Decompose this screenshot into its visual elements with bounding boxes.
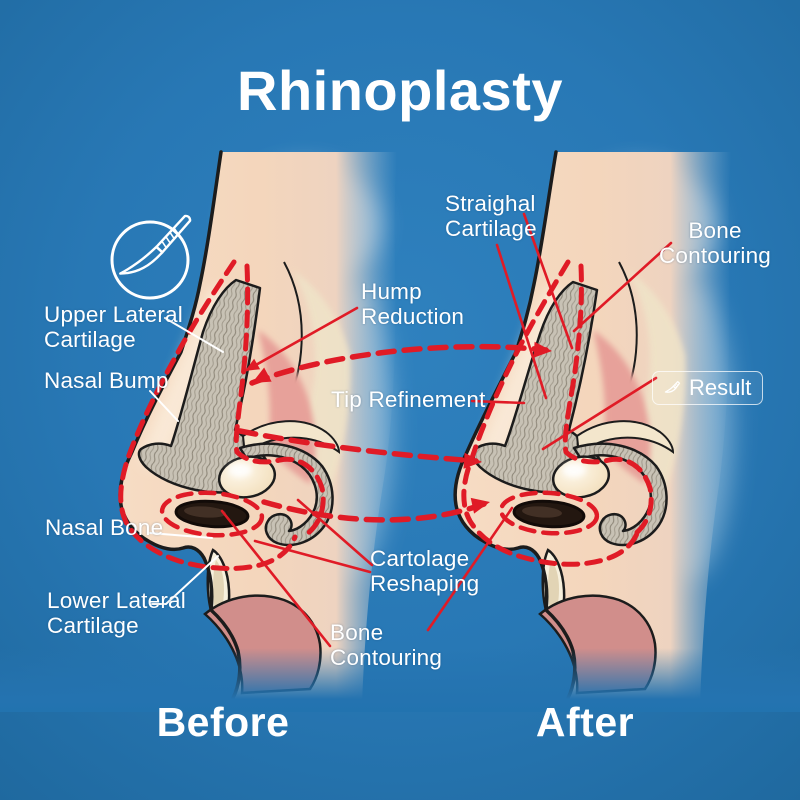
- label-bone-contouring-top: Bone Contouring: [658, 218, 772, 268]
- result-badge: Result: [652, 371, 764, 405]
- scalpel-icon: [664, 380, 681, 393]
- white-leader-lines: [149, 317, 224, 605]
- result-label: Result: [689, 375, 752, 400]
- arrowheads: [252, 341, 552, 514]
- nose-before-illustration: [118, 150, 397, 706]
- label-bone-contouring-bottom: Bone Contouring: [330, 620, 443, 670]
- label-straighal-cartilage: Straighal Cartilage: [445, 191, 537, 241]
- label-nasal-bone: Nasal Bone: [45, 515, 164, 540]
- label-lower-lateral-cartilage: Lower Lateral Cartilage: [47, 588, 186, 638]
- label-upper-lateral-cartilage: Upper Lateral Cartilage: [44, 302, 183, 352]
- nose-after-illustration: [453, 150, 733, 706]
- page-title: Rhinoplasty: [237, 59, 563, 122]
- label-hump-reduction: Hump Reduction: [361, 279, 465, 329]
- transformation-arrows: [237, 343, 549, 523]
- label-nasal-bump: Nasal Bump: [44, 368, 169, 393]
- scalpel-icon: [110, 214, 192, 300]
- red-leader-lines: [220, 212, 673, 648]
- label-cartolage-reshaping: Cartolage Reshaping: [370, 546, 480, 596]
- before-label: Before: [156, 699, 290, 745]
- hump-arrowhead: [245, 358, 261, 371]
- label-tip-refinement: Tip Refinement: [331, 387, 486, 412]
- after-label: After: [535, 699, 635, 745]
